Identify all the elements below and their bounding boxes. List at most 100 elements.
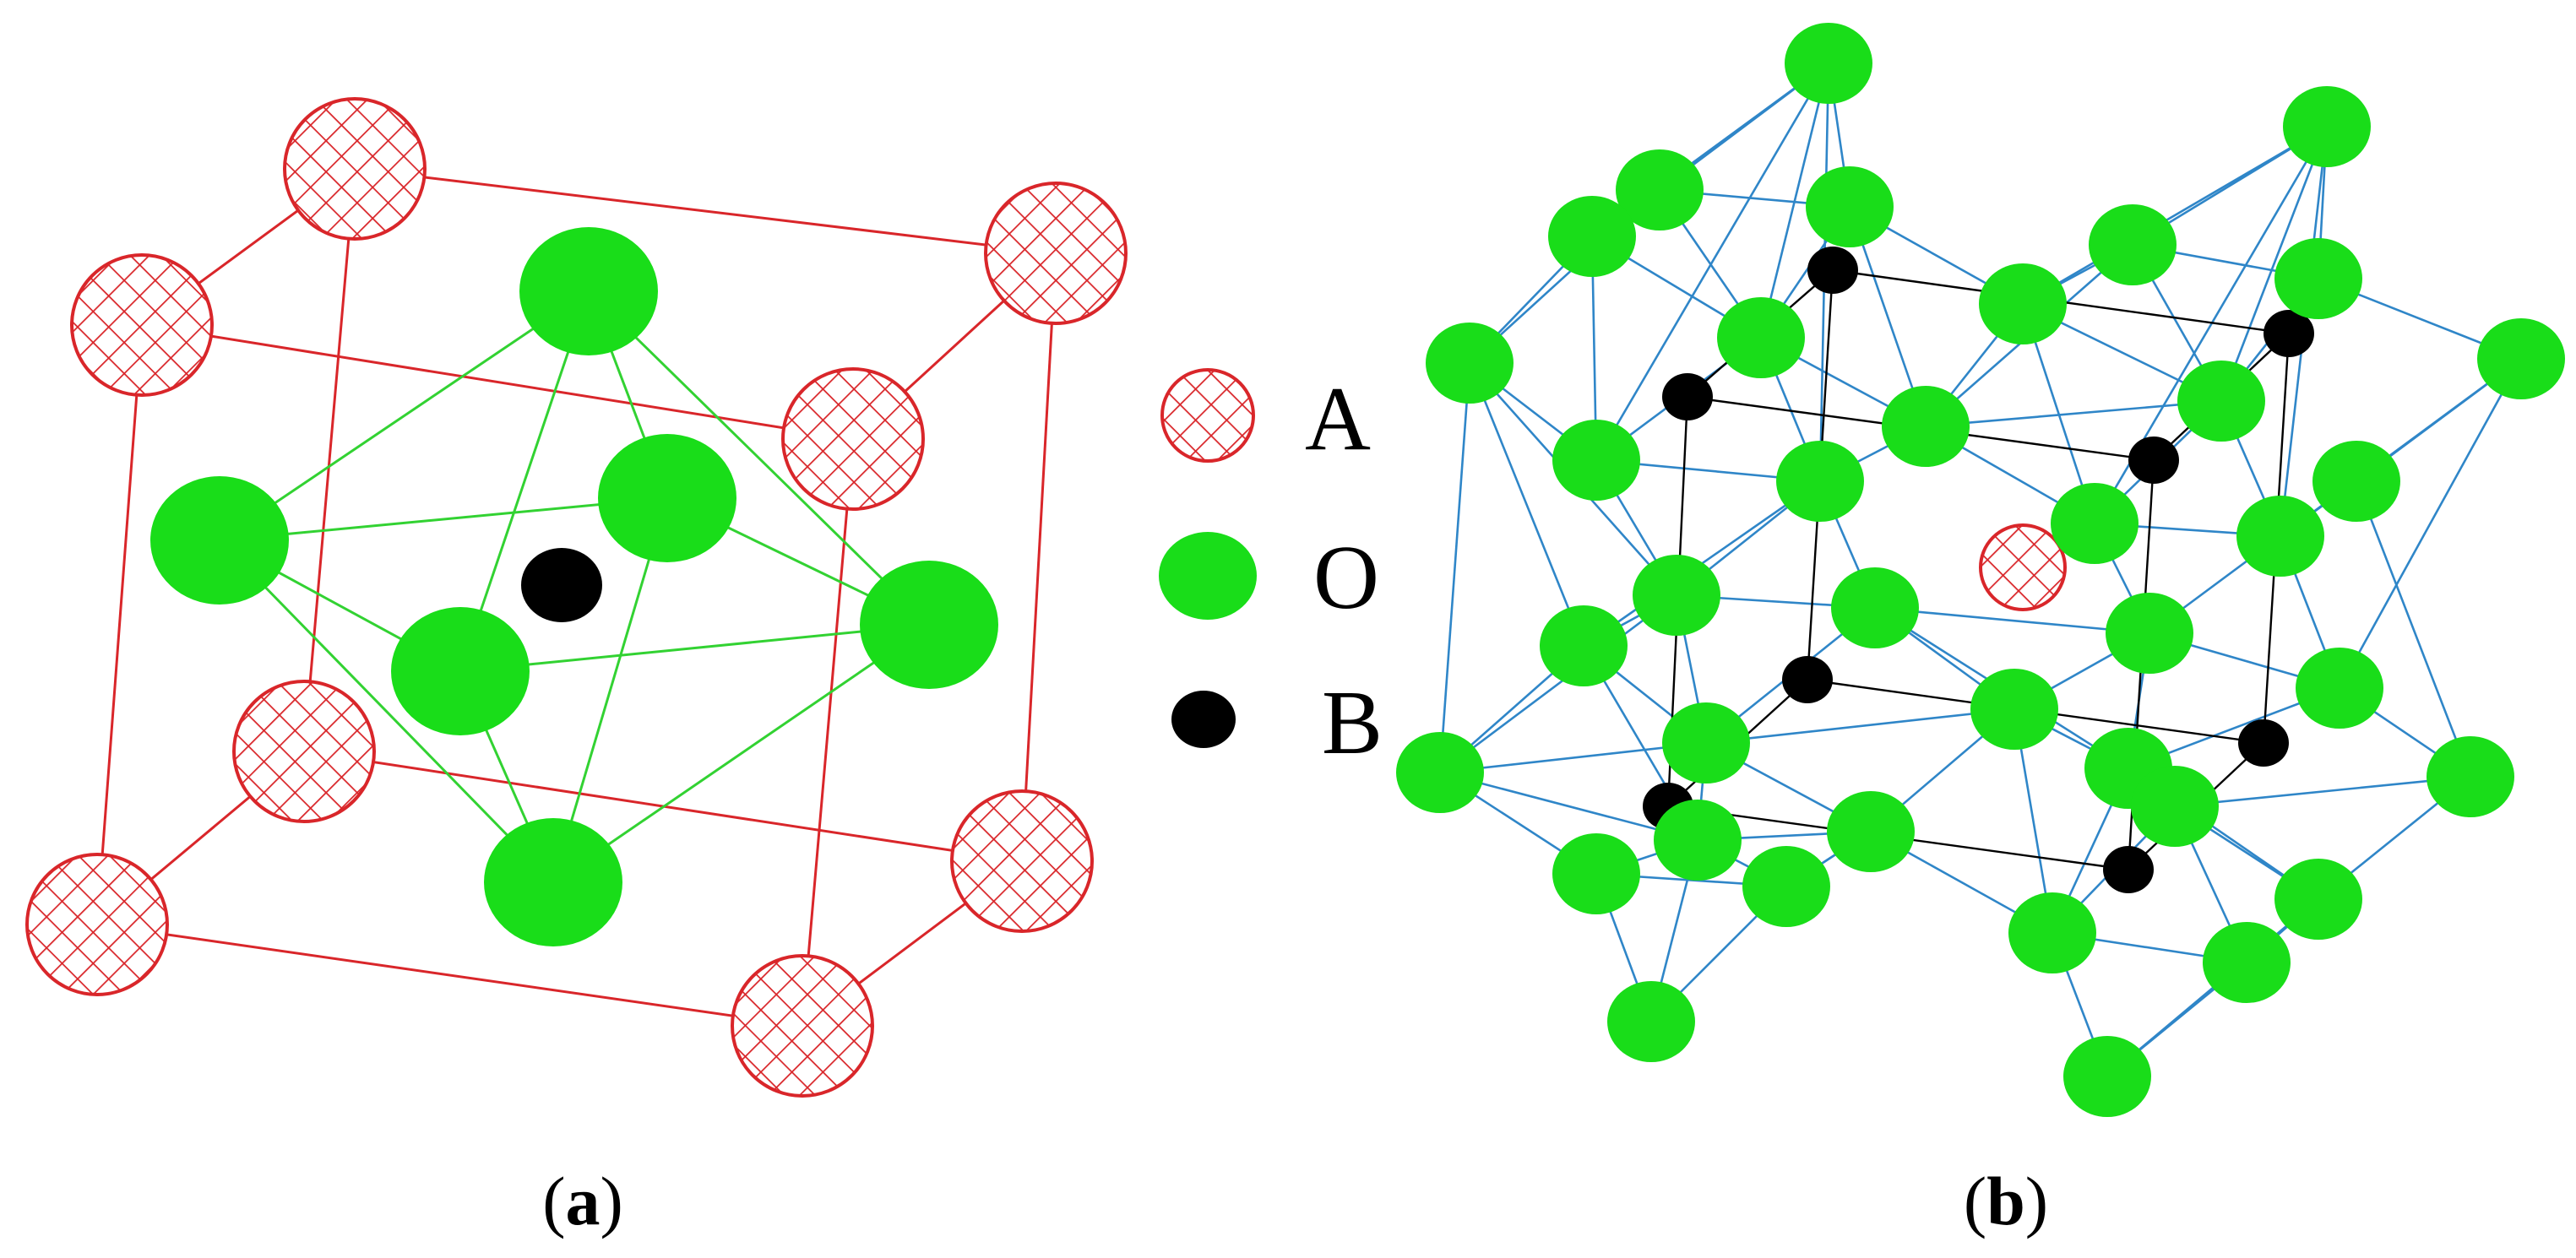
oxygen-atom	[2296, 648, 2383, 729]
oxygen-atom	[2008, 892, 2096, 973]
network-edge	[2022, 125, 2328, 306]
oxygen-atom	[2283, 86, 2371, 167]
oxygen-atom	[2312, 441, 2400, 522]
network-edge	[1925, 399, 2222, 428]
oxygen-atom	[1552, 420, 1640, 501]
octahedron-edge	[552, 497, 669, 883]
a-site-atom	[70, 253, 214, 397]
a-site-atom	[950, 789, 1094, 933]
oxygen-atom	[1396, 732, 1484, 813]
panel-a-unit-cell	[25, 97, 1128, 1098]
network-edge	[1705, 708, 2015, 745]
oxygen-atom	[1970, 669, 2058, 750]
oxygen-atom	[1654, 800, 1742, 881]
oxygen-atom	[598, 434, 736, 562]
oxygen-atom	[1607, 981, 1695, 1062]
caption-a-open: (	[542, 1163, 565, 1239]
a-site-atom	[984, 182, 1128, 325]
svg-text:(b): (b)	[1964, 1163, 2048, 1239]
oxygen-atom	[519, 227, 658, 355]
network-edge	[1439, 594, 1677, 774]
oxygen-atom	[1633, 555, 1720, 636]
oxygen-atom	[1785, 23, 1872, 104]
oxygen-atom	[2477, 318, 2565, 399]
a-site-atom	[731, 954, 874, 1098]
b-site-atom	[2128, 437, 2179, 484]
octahedron-edge	[459, 623, 930, 673]
cube-edge	[141, 323, 854, 441]
network-edge	[1468, 362, 1585, 647]
unit-cell-atoms	[25, 97, 1128, 1098]
oxygen-atom	[484, 818, 622, 946]
oxygen-atom	[1742, 846, 1830, 927]
oxygen-atom	[860, 561, 998, 689]
caption-a: (a)	[542, 1163, 623, 1239]
oxygen-atom	[2203, 922, 2291, 1003]
caption-b-open: (	[1964, 1163, 1986, 1239]
oxygen-atom	[1426, 323, 1514, 404]
cube-edge	[95, 324, 144, 925]
oxygen-atom	[2177, 361, 2265, 442]
caption-b-letter: b	[1986, 1163, 2025, 1239]
oxygen-atom	[2131, 766, 2219, 847]
oxygen-atom	[2274, 238, 2362, 319]
octahedron-edge	[552, 623, 930, 884]
oxygen-atom	[1882, 386, 1970, 467]
panel-b-octahedral-network	[1396, 23, 2565, 1117]
b-site-atom	[1807, 247, 1858, 294]
oxygen-atom	[1548, 196, 1636, 277]
caption-a-close: )	[601, 1163, 623, 1239]
legend-o-swatch	[1159, 532, 1257, 620]
oxygen-atom	[2236, 496, 2324, 577]
network-edge	[1439, 741, 1707, 774]
a-site-atom	[781, 367, 925, 511]
cube-edge	[801, 438, 855, 1027]
cube-edge	[302, 168, 356, 752]
oxygen-atom	[391, 607, 530, 735]
network-edge	[2355, 480, 2472, 778]
octahedron-edge	[459, 290, 590, 672]
cube-edge	[354, 167, 1057, 255]
octahedron-edge	[218, 539, 555, 884]
oxygen-atom	[2274, 859, 2362, 940]
octahedron-edge	[219, 496, 668, 542]
legend-b-swatch	[1171, 691, 1236, 748]
network-edge	[2338, 358, 2523, 689]
legend-a-swatch	[1160, 368, 1255, 463]
legend-b-label: B	[1322, 673, 1383, 773]
oxygen-atom	[1979, 263, 2067, 344]
cube-edge	[1020, 252, 1057, 862]
network-edge	[1595, 62, 1830, 461]
b-site-atom	[521, 548, 602, 622]
b-site-atom	[1662, 373, 1713, 420]
octahedron-edge	[219, 290, 590, 542]
b-site-atom	[2264, 310, 2314, 357]
a-site-atom	[232, 680, 376, 823]
octahedron-edge	[587, 290, 931, 626]
svg-text:(a): (a)	[542, 1163, 623, 1239]
b-site-atom	[1782, 656, 1833, 703]
oxygen-atom	[1831, 567, 1919, 648]
oxygen-atom	[1540, 605, 1628, 686]
cube-edge	[96, 923, 803, 1028]
oxygen-atom	[1717, 297, 1805, 378]
legend: A O B	[1159, 368, 1383, 773]
caption-a-letter: a	[566, 1163, 601, 1239]
oxygen-atom	[2106, 593, 2193, 674]
b-site-atom	[2238, 719, 2289, 767]
legend-o-label: O	[1313, 528, 1379, 628]
network-edge	[1759, 62, 1830, 339]
network-edge	[1874, 606, 2150, 635]
caption-b-close: )	[2025, 1163, 2048, 1239]
oxygen-atom	[1552, 833, 1640, 914]
network-edge	[1438, 362, 1471, 773]
oxygen-atom	[1776, 441, 1864, 522]
a-site-atom	[25, 853, 169, 996]
network-atoms	[1396, 23, 2565, 1117]
legend-a-label: A	[1305, 369, 1371, 469]
oxygen-atom	[1806, 166, 1894, 247]
network-edge	[1439, 771, 1698, 842]
oxygen-atom	[2427, 736, 2514, 817]
oxygen-atom	[1827, 791, 1915, 872]
